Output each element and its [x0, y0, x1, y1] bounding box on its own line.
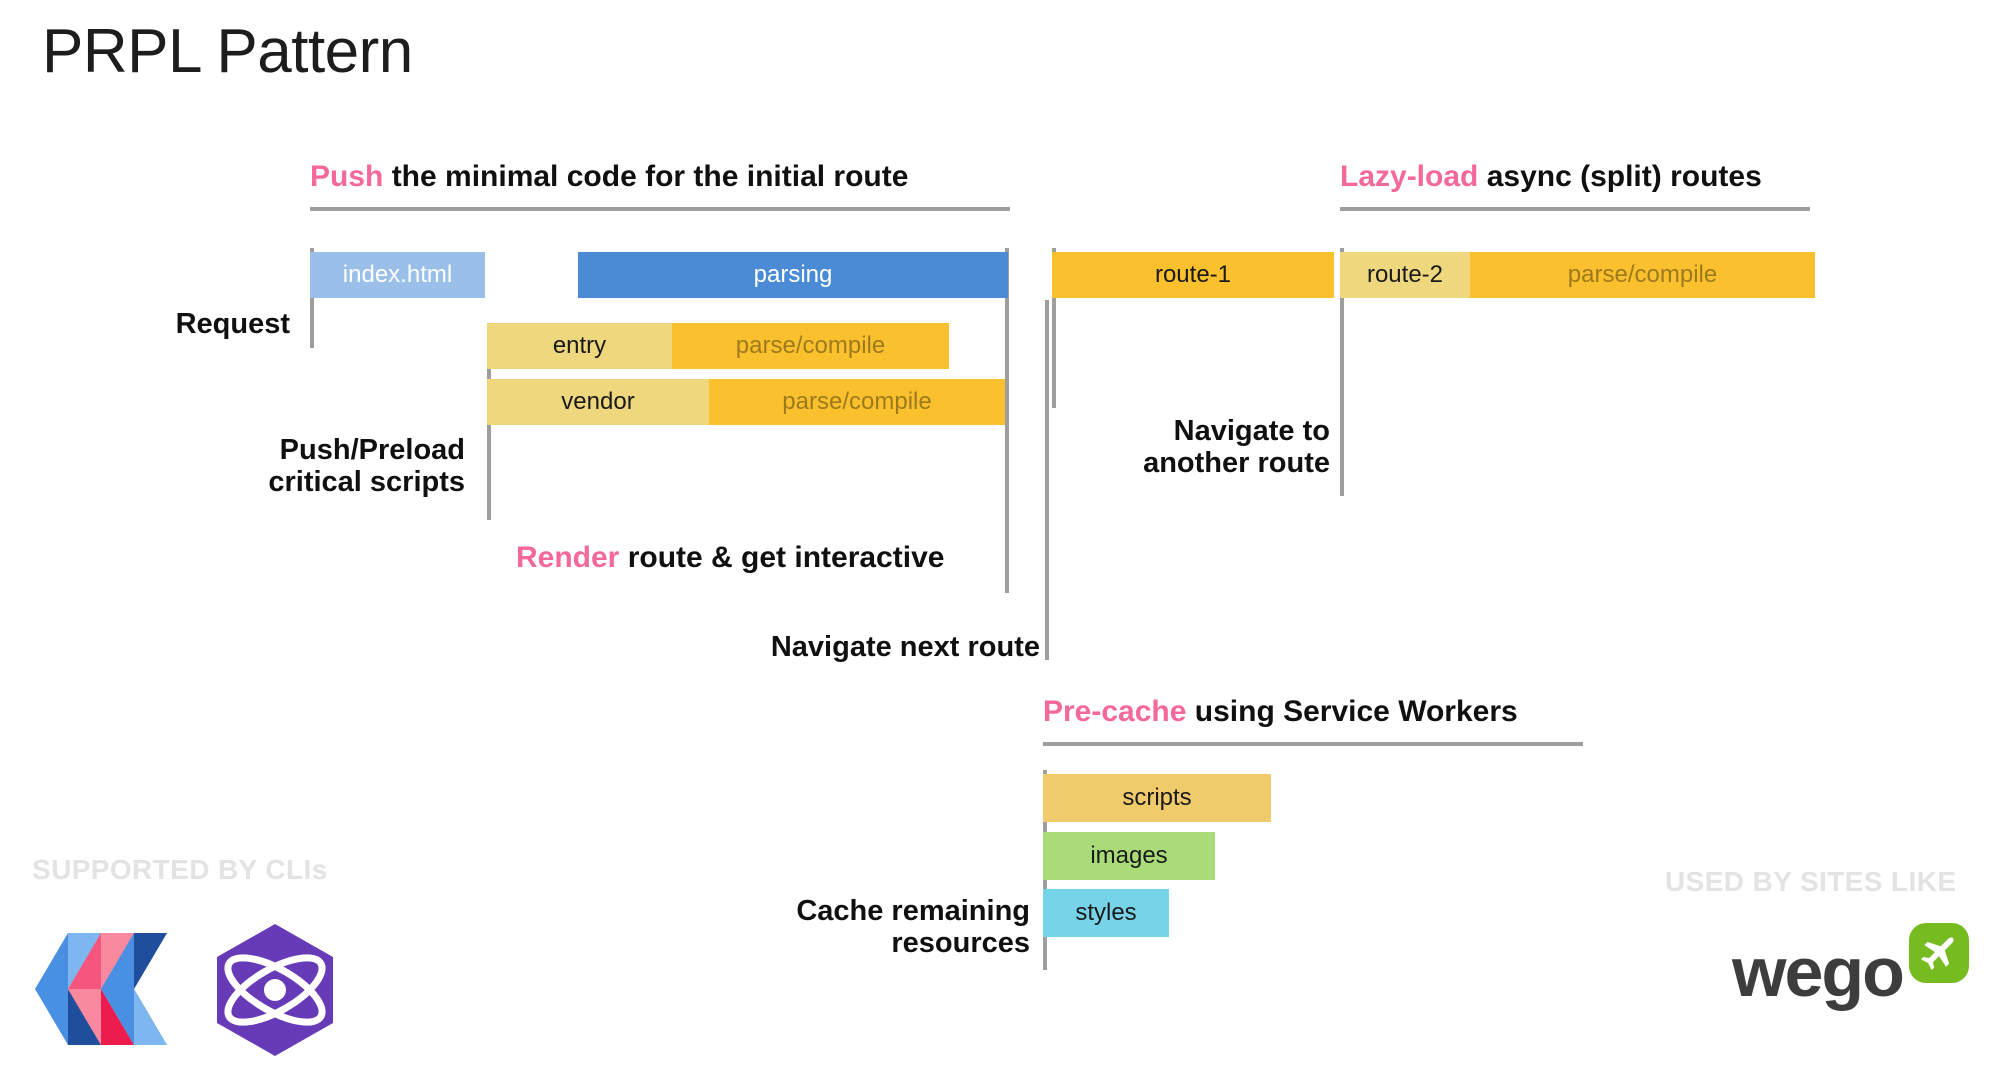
- section-rest-precache: using Service Workers: [1186, 695, 1518, 728]
- bar-scripts[interactable]: scripts: [1043, 774, 1271, 822]
- section-rule-push: [310, 207, 1010, 211]
- section-keyword-lazy: Lazy-load: [1340, 160, 1479, 193]
- bar-vendor[interactable]: vendor parse/compile: [487, 379, 1005, 425]
- section-rest-render: route & get interactive: [619, 541, 945, 574]
- wego-wordmark: wego: [1732, 933, 1905, 1011]
- bar-segment-route-1: route-1: [1052, 252, 1334, 298]
- bar-segment-vendor-label: vendor: [487, 379, 709, 425]
- bar-parsing[interactable]: parsing: [578, 252, 1008, 298]
- timeline-rule-render: [1005, 248, 1009, 593]
- bar-segment-styles: styles: [1043, 889, 1169, 937]
- label-cache-remaining: Cache remaining resources: [796, 895, 1030, 960]
- bar-index-html[interactable]: index.html: [310, 252, 485, 298]
- bar-segment-images: images: [1043, 832, 1215, 880]
- section-heading-push: Push the minimal code for the initial ro…: [310, 162, 908, 192]
- bar-images[interactable]: images: [1043, 832, 1215, 880]
- bar-segment-route-2-label: route-2: [1340, 252, 1470, 298]
- bar-styles[interactable]: styles: [1043, 889, 1169, 937]
- section-rule-precache: [1043, 742, 1583, 746]
- bar-segment-route-2-parse: parse/compile: [1470, 252, 1815, 298]
- bar-segment-vendor-parse: parse/compile: [709, 379, 1005, 425]
- section-rest-lazy: async (split) routes: [1478, 160, 1762, 193]
- timeline-rule-route1: [1052, 248, 1056, 408]
- bar-segment-index-html: index.html: [310, 252, 485, 298]
- airplane-icon: [1921, 937, 1954, 971]
- page-title: PRPL Pattern: [42, 17, 413, 86]
- footer-used-by-sites-like: USED BY SITES LIKE: [1665, 866, 1957, 897]
- section-keyword-render: Render: [516, 541, 620, 574]
- wego-airplane-badge: [1908, 922, 1970, 984]
- section-rule-lazy: [1340, 207, 1810, 211]
- bar-segment-entry-parse: parse/compile: [672, 323, 949, 369]
- label-request: Request: [175, 308, 290, 340]
- section-heading-render: Render route & get interactive: [516, 543, 944, 573]
- bar-entry[interactable]: entry parse/compile: [487, 323, 949, 369]
- bar-route-2[interactable]: route-2 parse/compile: [1340, 252, 1815, 298]
- label-navigate-another-route: Navigate to another route: [1143, 415, 1330, 480]
- bar-segment-entry-label: entry: [487, 323, 672, 369]
- label-push-preload: Push/Preload critical scripts: [268, 434, 465, 499]
- bar-route-1[interactable]: route-1: [1052, 252, 1334, 298]
- polymer-logo: [35, 925, 175, 1053]
- bar-segment-scripts: scripts: [1043, 774, 1271, 822]
- timeline-rule-request: [310, 248, 314, 348]
- section-heading-precache: Pre-cache using Service Workers: [1043, 697, 1518, 727]
- section-rest-push: the minimal code for the initial route: [383, 160, 909, 193]
- section-keyword-precache: Pre-cache: [1043, 695, 1187, 728]
- timeline-rule-navigate: [1045, 300, 1049, 660]
- label-navigate-next-route: Navigate next route: [770, 631, 1040, 663]
- section-keyword-push: Push: [310, 160, 384, 193]
- section-heading-lazy: Lazy-load async (split) routes: [1340, 162, 1762, 192]
- bar-segment-parsing: parsing: [578, 252, 1008, 298]
- timeline-rule-route2: [1340, 248, 1344, 496]
- preact-logo: [205, 920, 345, 1060]
- footer-supported-by-clis: SUPPORTED BY CLIs: [32, 854, 328, 885]
